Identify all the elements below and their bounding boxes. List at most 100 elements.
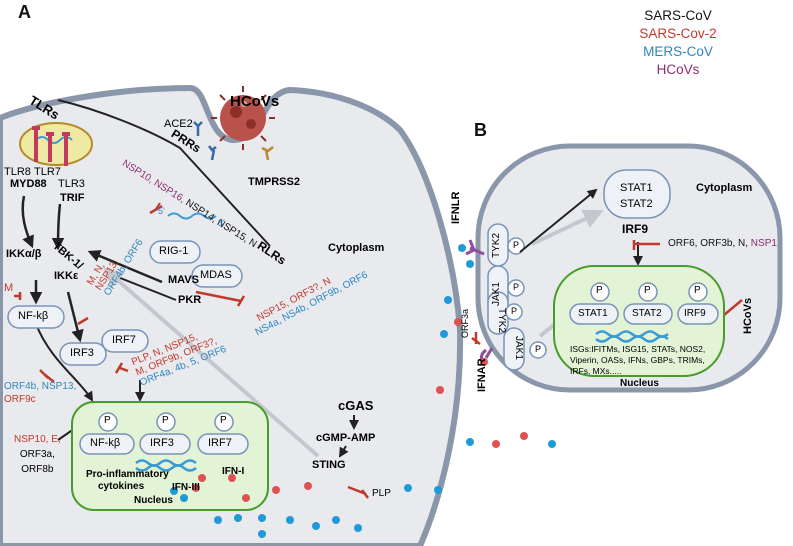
- virus-icon: [211, 86, 275, 150]
- nucleus-p-irf7: [214, 412, 234, 432]
- arrow-tyk2-stat: [531, 209, 604, 246]
- dna-b-icon: [595, 330, 669, 338]
- isg-line-2: IRFs, MXs.....: [570, 366, 622, 376]
- nucleus-irf9-box: [677, 303, 719, 325]
- nucleus-irf3-label: IRF3: [150, 437, 174, 449]
- pkr-label: PKR: [178, 294, 202, 306]
- nucleus-p-label-1: P: [104, 415, 111, 426]
- ifn-particle-3: [480, 358, 488, 366]
- nucleus-irf3-box: [139, 433, 191, 455]
- m-inhibitor-label: M: [4, 282, 14, 294]
- tlr-receptors-icon: [32, 126, 70, 166]
- dna-icon-2: [135, 464, 197, 472]
- arrow-cgmp-sting: [338, 445, 349, 458]
- nucleus-p-irf3: [156, 412, 176, 432]
- ifnlr-receptor-icon: [465, 239, 485, 256]
- nucleus-b-label: Nucleus: [620, 378, 659, 389]
- ifn1-label: IFN-I: [222, 466, 245, 477]
- legend: SARS-CoV SARS-Cov-2 MERS-CoV HCoVs: [608, 8, 748, 77]
- ifn-particle: [458, 244, 466, 252]
- ikke-label: IKKε: [54, 270, 79, 282]
- panel-b-label: B: [474, 120, 487, 140]
- jak1-lower-label: JAK1: [513, 336, 524, 360]
- irf7-label: IRF7: [112, 334, 136, 346]
- mavs-label: MAVS: [168, 274, 199, 286]
- secreted-ifn-b: [404, 296, 556, 494]
- ifnar-label: IFNAR: [476, 358, 488, 392]
- endosome: [19, 122, 93, 166]
- nucleus-b-p-label-2: P: [644, 285, 651, 296]
- nucleus-irf7-box: [197, 433, 249, 455]
- nfkb-label: NF-kβ: [18, 310, 49, 322]
- dna-icon: [135, 459, 197, 467]
- tmprss2-receptor-icon: [261, 146, 274, 161]
- irf3-label: IRF3: [70, 347, 94, 359]
- prr-bracket-line: [57, 99, 271, 247]
- orf4b-line-1: ORF9c: [4, 394, 36, 405]
- nucleus-stat2-box: [623, 303, 673, 325]
- nucleus-stat1-label: STAT1: [578, 308, 608, 319]
- left-line-1: ORF3a,: [19, 449, 55, 460]
- isg-line-0: ISGs:IFITMs, ISG15, STATs, NOS2,: [570, 344, 706, 354]
- stat-complex-box: [603, 169, 671, 219]
- mdas-label: MDAS: [200, 269, 232, 281]
- irf9-label: IRF9: [622, 222, 649, 236]
- nucleus-irf9-label: IRF9: [684, 308, 706, 319]
- stat2-label: STAT2: [620, 198, 653, 210]
- orf4b-line-0: ORF4b, NSP13,: [4, 381, 77, 392]
- orf3a-label: ORF3a: [460, 308, 470, 338]
- cytokines-label: cytokines: [98, 481, 145, 492]
- arrow-myd88-ikk: [21, 195, 34, 249]
- nucleus-stat1-box: [569, 303, 619, 325]
- ifn3-label: IFN-III: [172, 482, 200, 493]
- legend-mers-cov: MERS-CoV: [643, 44, 713, 59]
- nucleus-b-p-label-1: P: [596, 285, 603, 296]
- isg-line-1: Viperin, OASs, IFNs, GBPs, TRIMs,: [570, 355, 705, 365]
- nucleus-p-nfkb: [98, 412, 118, 432]
- nucleus-b-p-label-3: P: [694, 285, 701, 296]
- hcovs-b-label: HCoVs: [742, 297, 754, 334]
- left-line-2: ORF8b: [21, 464, 54, 475]
- jak1-label: JAK1: [491, 282, 502, 306]
- proinflammatory-label: Pro-inflammatory: [86, 469, 169, 480]
- isg-list: ISGs:IFITMs, ISG15, STATs, NOS2, Viperin…: [570, 344, 705, 377]
- arrow-jak-stat: [519, 188, 598, 253]
- panel-a-label: A: [18, 2, 31, 22]
- rig1-box: [149, 240, 201, 264]
- ifnlr-label: IFNLR: [450, 191, 462, 224]
- jak-p-label-4: P: [535, 344, 542, 354]
- tlr7-label: TLR7: [34, 166, 61, 178]
- ace2-label: ACE2: [164, 118, 193, 130]
- orf4b-inhibitors: ORF4b, NSP13, ORF9c: [4, 380, 76, 406]
- arrow-nfkb-nucleus: [35, 323, 94, 402]
- irf9-inhib-0: ORF6, ORF3b, N,: [668, 238, 751, 249]
- legend-sars-cov-2: SARS-Cov-2: [639, 26, 717, 41]
- nucleus-p-label-2: P: [162, 415, 169, 426]
- nucleus-irf7-label: IRF7: [208, 437, 232, 449]
- rna-5-label: 5': [158, 206, 165, 216]
- irf7-box: [101, 329, 149, 353]
- nucleus-b-p3: [688, 282, 708, 302]
- mdas-box: [191, 264, 243, 288]
- irf3-box: [59, 342, 107, 366]
- jak-p-circles: [505, 237, 547, 359]
- dna-b-icon-2: [595, 335, 669, 343]
- jak-p-label-2: P: [513, 282, 520, 292]
- ace2-receptor-icon: [193, 121, 203, 136]
- left-line-0: NSP10, E,: [14, 434, 61, 445]
- prr-inhibition-line: [155, 202, 161, 210]
- cytoplasm-b-label: Cytoplasm: [696, 182, 753, 194]
- inhibition-bars: [14, 290, 369, 499]
- nucleus-stat2-label: STAT2: [632, 308, 662, 319]
- nucleus-p-label-3: P: [220, 415, 227, 426]
- arrow-trif-tbk1: [51, 203, 65, 251]
- cgas-label: cGAS: [338, 398, 374, 413]
- arrow-sting-tbk1: [102, 267, 320, 458]
- ifn-particle-2: [466, 260, 474, 268]
- nucleus-nfkb-box: [79, 433, 135, 455]
- tyk2-lower-label: TYK2: [496, 308, 507, 334]
- rig1-label: RIG-1: [159, 245, 189, 257]
- cgmp-label: cGMP-AMP: [316, 432, 376, 444]
- irf9-inhib-1: NSP1: [750, 238, 777, 249]
- stat1-label: STAT1: [620, 182, 653, 194]
